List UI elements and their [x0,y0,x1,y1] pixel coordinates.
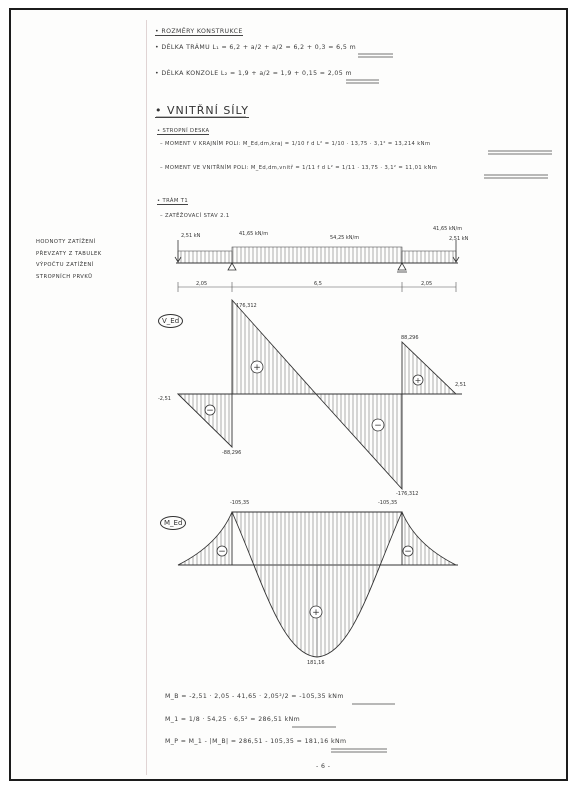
minus-sign-icon [216,545,228,557]
dim-span-label: 6,5 [314,281,322,287]
svg-text:−: − [404,547,412,557]
dim-left-label: 2,05 [196,281,208,287]
shear-a-left-label: -88,296 [222,450,242,456]
moment-region-cantilever-right [401,511,457,566]
svg-text:−: − [374,421,382,431]
internal-forces-heading: • VNITŘNÍ SÍLY [155,104,249,118]
moment-edge-line: – MOMENT V KRAJNÍM POLI: M_Ed,dm,kraj = … [160,141,431,147]
shear-diagram: + − − + [176,298,462,491]
point-load-left-label: 2,51 kN [181,233,201,239]
shear-a-right-label: 176,312 [236,303,257,309]
page-number: - 6 - [316,763,331,770]
moment-right-support-label: -105,35 [378,500,398,506]
plus-sign-icon [250,360,264,374]
svg-text:−: − [218,547,226,557]
moment-left-support-label: -105,35 [230,500,250,506]
cantilever-line: • DÉLKA KONZOLE L₂ = 1,9 + a/2 = 1,9 + 0… [155,70,352,77]
shear-region-cantilever-right [401,340,458,395]
moment-diagram-label: M_Ed [160,516,187,530]
load-diagram [174,240,460,292]
shear-diagram-label: V_Ed [158,314,184,328]
load-block-right [401,250,457,264]
arrow-head [174,256,182,263]
shear-b-left-label: -176,312 [396,491,419,497]
calc-line: M_1 = 1/8 · 54,25 · 6,5² = 286,51 kNm [165,716,301,723]
beam-heading: • TRÁM T1 [157,198,189,205]
shear-region-cantilever-left [176,393,233,449]
minus-sign-icon [204,404,216,416]
slab-heading: • STROPNÍ DESKA [157,128,210,135]
plus-sign-icon [309,605,323,619]
cantilever-load-left-label: 41,65 kN/m [239,231,269,237]
support-a [227,262,237,271]
load-block-left [177,250,233,264]
dimensions-heading: • ROZMĚRY KONSTRUKCE [155,28,243,36]
moment-mid-label: 181,16 [307,660,325,666]
load-state-line: – ZATĚŽOVACÍ STAV 2.1 [160,213,230,219]
side-note-line: HODNOTY ZATÍŽENÍ [36,239,96,245]
load-block-span [231,246,403,264]
calc-line: M_B = -2,51 · 2,05 - 41,65 · 2,05²/2 = -… [165,693,344,700]
svg-text:−: − [206,406,214,416]
shear-region-span-positive [231,298,318,395]
cantilever-load-right-label: 41,65 kN/m [433,226,463,232]
svg-text:+: + [415,376,422,385]
svg-text:+: + [253,363,261,373]
dim-right-label: 2,05 [421,281,433,287]
side-note-line: VÝPOČTU ZATÍŽENÍ [36,262,94,269]
shear-b-right-label: 88,296 [401,335,419,341]
arrow-head [452,256,460,263]
minus-sign-icon [402,545,414,557]
point-load-right-label: 2,51 kN [449,236,469,242]
support-b [397,262,407,271]
shear-free-left-label: -2,51 [158,396,171,402]
moment-inner-line: – MOMENT VE VNITŘNÍM POLI: M_Ed,dm,vnitř… [160,165,438,171]
moment-diagram: − − + [177,511,458,658]
calc-line: M_P = M_1 - |M_B| = 286,51 - 105,35 = 18… [165,738,347,745]
side-note-line: STROPNÍCH PRVKŮ [36,273,93,280]
plus-sign-icon [412,374,424,386]
minus-sign-icon [371,418,385,432]
side-note: HODNOTY ZATÍŽENÍ PŘEVZATY Z TABULEK VÝPO… [36,237,146,283]
beam-span-line: • DÉLKA TRÁMU L₁ = 6,2 + a/2 + a/2 = 6,2… [155,44,356,51]
span-load-label: 54,25 kN/m [330,235,360,241]
moment-region-cantilever-left [177,511,233,566]
shear-free-right-label: 2,51 [455,382,467,388]
shear-region-span-negative [314,393,403,491]
side-note-line: PŘEVZATY Z TABULEK [36,250,102,257]
svg-text:+: + [312,608,320,618]
margin-rule [146,20,147,775]
